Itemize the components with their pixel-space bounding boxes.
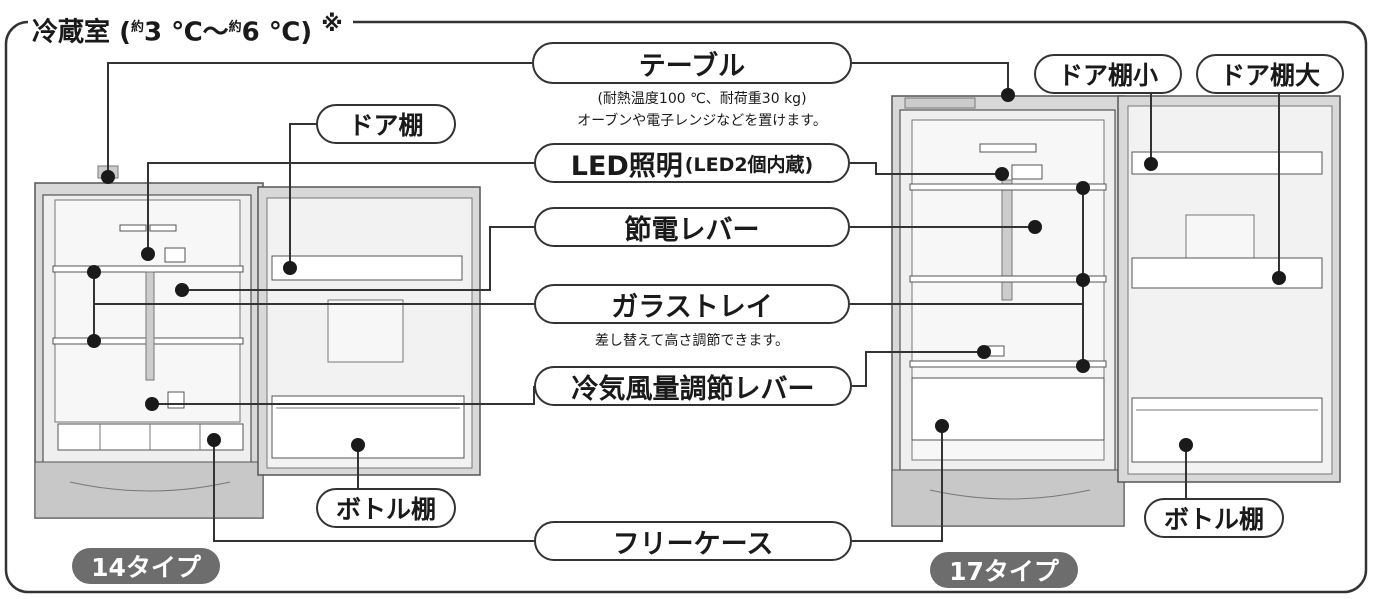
dot-glass-tray-right-1: [1076, 181, 1090, 195]
dot-power-lever-left: [175, 283, 189, 297]
leader-lines: [93, 62, 1280, 542]
dot-table-right: [1001, 88, 1015, 102]
dot-power-lever-right: [1028, 220, 1042, 234]
dot-glass-tray-left-1: [87, 265, 101, 279]
tilde: 〜: [202, 17, 229, 48]
label-bottle-shelf-left-text: ボトル棚: [335, 495, 436, 524]
temp-min: 3 ℃: [143, 17, 203, 48]
label-free-case-text: フリーケース: [612, 528, 774, 560]
temp-max: 6 ℃: [241, 17, 301, 48]
label-glass-tray-text: ガラストレイ: [611, 291, 773, 323]
label-door-shelf-small: ドア棚小: [1034, 54, 1182, 94]
table-note-line-2: オーブンや電子レンジなどを置けます。: [577, 113, 827, 129]
paren-open: (: [119, 17, 131, 48]
glass-tray-note: 差し替えて高さ調節できます。: [595, 333, 789, 349]
section-name: 冷蔵室: [32, 17, 111, 48]
outer-frame: [4, 20, 1368, 594]
dot-free-case-right: [935, 419, 949, 433]
badge-type-14-text: 14タイプ: [91, 553, 201, 582]
dot-free-case-left: [207, 433, 221, 447]
label-bottle-shelf-right-text: ボトル棚: [1163, 505, 1264, 534]
fridge-17-drawing: [891, 95, 1341, 527]
dot-door-shelf-small: [1144, 157, 1158, 171]
label-power-lever-text: 節電レバー: [624, 214, 760, 246]
note-mark: ※: [321, 12, 343, 37]
dot-led-left: [141, 247, 155, 261]
dot-glass-tray-left-2: [87, 334, 101, 348]
marker-dots: [87, 88, 1286, 452]
fridge-14-drawing: [34, 165, 481, 519]
dot-door-shelf: [283, 261, 297, 275]
dot-cold-air-lever-left: [145, 397, 159, 411]
section-title: 冷蔵室 (約3 ℃〜約6 ℃) ※: [28, 8, 353, 50]
table-note-line-1: (耐熱温度100 ℃、耐荷重30 kg): [597, 91, 807, 107]
label-bottle-shelf-left: ボトル棚: [316, 488, 456, 528]
label-door-shelf-text: ドア棚: [348, 111, 424, 140]
badge-type-17: 17タイプ: [930, 552, 1078, 588]
badge-type-17-text: 17タイプ: [949, 557, 1059, 586]
table-note: (耐熱温度100 ℃、耐荷重30 kg) オーブンや電子レンジなどを置けます。: [532, 88, 872, 132]
dot-led-right: [995, 167, 1009, 181]
label-door-shelf-large-text: ドア棚大: [1219, 61, 1320, 90]
label-led-text: LED照明: [570, 150, 683, 182]
label-table-text: テーブル: [638, 50, 746, 82]
dot-bottle-shelf-left: [351, 438, 365, 452]
dot-glass-tray-right-2: [1076, 273, 1090, 287]
label-table: テーブル: [532, 42, 852, 84]
label-cold-air-lever: 冷気風量調節レバー: [534, 366, 852, 406]
label-bottle-shelf-right: ボトル棚: [1144, 498, 1284, 538]
label-free-case: フリーケース: [534, 521, 852, 561]
dot-table-left: [101, 170, 115, 184]
dot-cold-air-lever-right: [977, 345, 991, 359]
badge-type-14: 14タイプ: [72, 548, 220, 584]
paren-close: ): [300, 17, 313, 48]
dot-glass-tray-right-3: [1076, 359, 1090, 373]
approx-label-1: 約: [130, 20, 144, 35]
dot-bottle-shelf-right: [1179, 438, 1193, 452]
label-door-shelf-small-text: ドア棚小: [1057, 61, 1158, 90]
label-glass-tray: ガラストレイ: [534, 284, 850, 324]
label-door-shelf: ドア棚: [316, 104, 456, 144]
approx-label-2: 約: [228, 20, 242, 35]
dot-door-shelf-large: [1272, 271, 1286, 285]
label-led: LED照明(LED2個内蔵): [534, 143, 850, 183]
label-power-lever: 節電レバー: [534, 207, 850, 247]
label-cold-air-lever-text: 冷気風量調節レバー: [571, 373, 815, 405]
label-led-sub: (LED2個内蔵): [684, 153, 814, 176]
label-door-shelf-large: ドア棚大: [1196, 54, 1344, 94]
